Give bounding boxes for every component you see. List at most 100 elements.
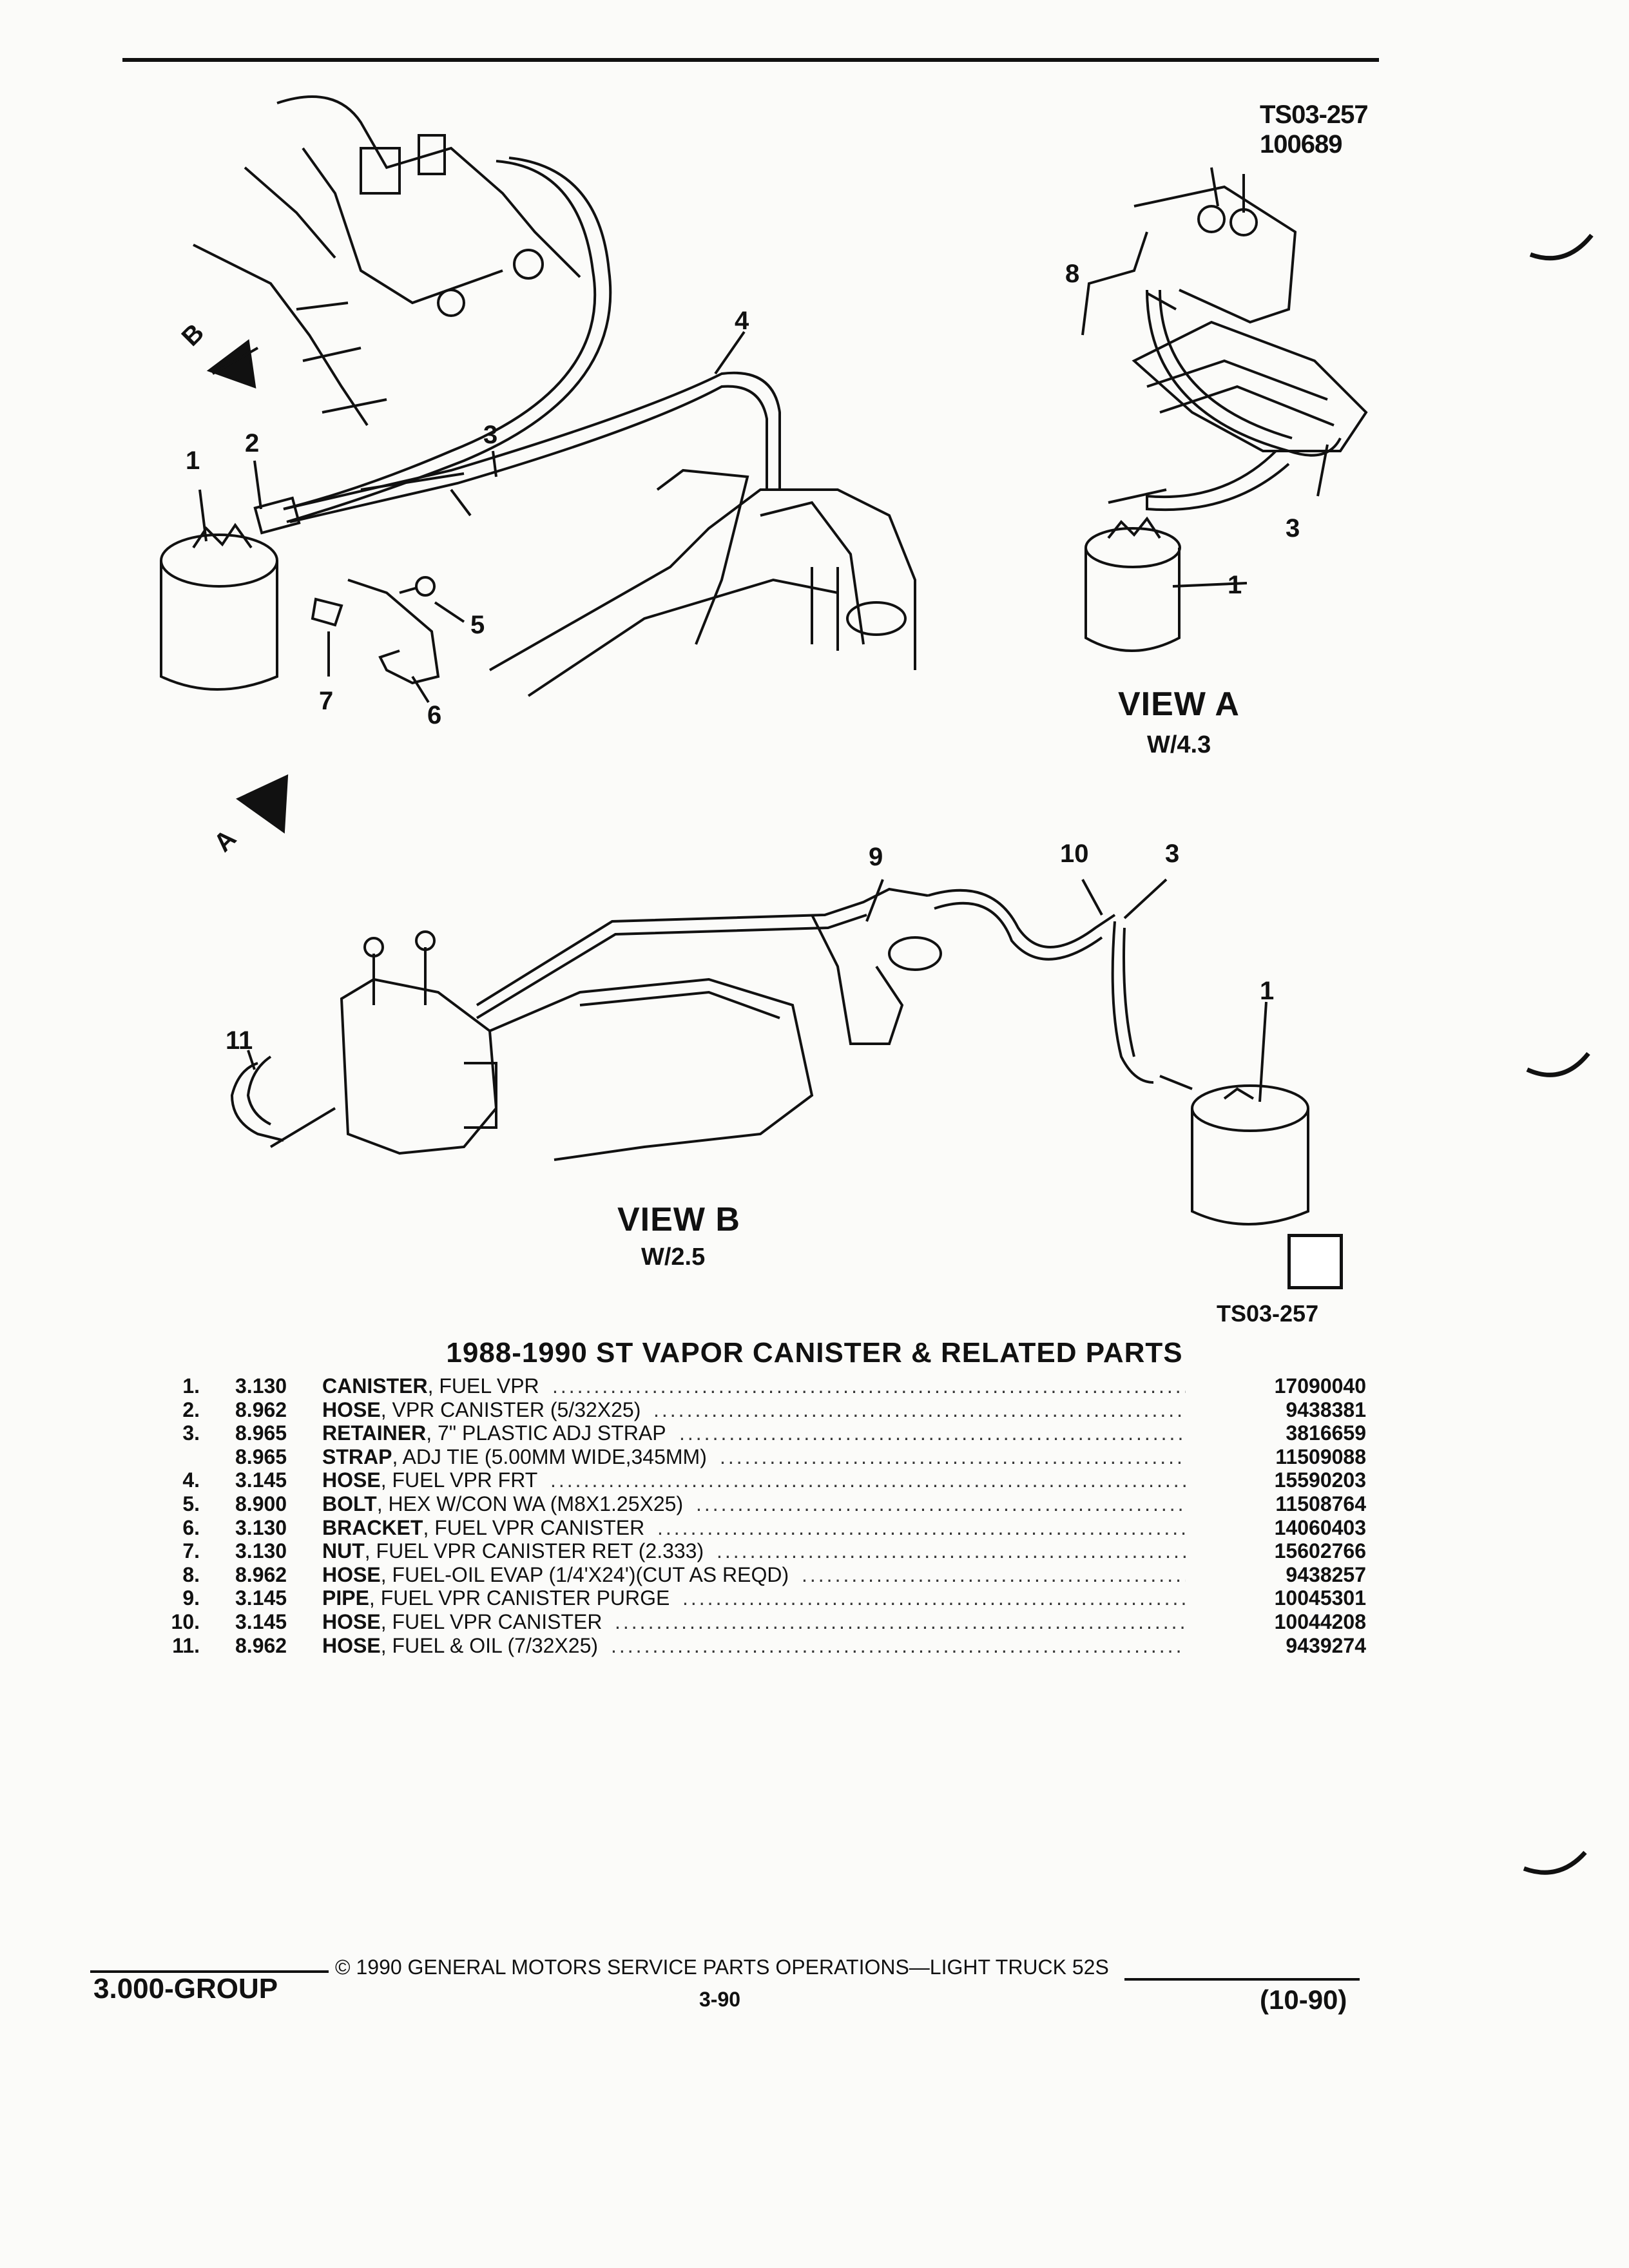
part-name: HOSE, FUEL-OIL EVAP (1/4'X24')(CUT AS RE… — [322, 1563, 789, 1587]
part-number: 10045301 — [1274, 1586, 1366, 1610]
callout-1-view-a: 1 — [1228, 571, 1242, 599]
callout-3-main: 3 — [483, 421, 498, 449]
callout-3-view-b: 3 — [1165, 840, 1180, 868]
part-number: 15602766 — [1274, 1539, 1366, 1563]
part-group-code: 8.900 — [235, 1492, 287, 1515]
logo-box — [1287, 1234, 1343, 1289]
leader-dots: ........................................… — [615, 1610, 1186, 1633]
part-name-text: BOLT — [322, 1492, 377, 1515]
hose-front — [283, 371, 781, 510]
part-name: BOLT, HEX W/CON WA (M8X1.25X25) — [322, 1492, 683, 1516]
part-name: CANISTER, FUEL VPR — [322, 1374, 539, 1398]
callout-10-view-b: 10 — [1060, 840, 1089, 868]
view-a-title: VIEW A — [1118, 686, 1240, 723]
leader-dots: ........................................… — [696, 1492, 1186, 1515]
part-group-code: 8.965 — [235, 1445, 287, 1468]
parts-row: 11. 8.962 HOSE, FUEL & OIL (7/32X25)......… — [161, 1634, 1366, 1658]
part-group-code: 3.145 — [235, 1468, 287, 1492]
part-name: HOSE, VPR CANISTER (5/32X25) — [322, 1398, 641, 1422]
parts-list: 1. 3.130 CANISTER, FUEL VPR...............… — [161, 1374, 1366, 1657]
part-name: RETAINER, 7" PLASTIC ADJ STRAP — [322, 1421, 666, 1445]
part-name-text: RETAINER — [322, 1421, 427, 1445]
part-group-code: 3.130 — [235, 1374, 287, 1398]
callout-5-main: 5 — [470, 611, 485, 639]
part-name: HOSE, FUEL VPR FRT — [322, 1468, 537, 1492]
leader-dots: ........................................… — [720, 1445, 1186, 1468]
part-name-text: BRACKET — [322, 1515, 423, 1539]
part-index: 5. — [182, 1492, 200, 1515]
part-group-code: 8.962 — [235, 1633, 287, 1657]
group-label: 3.000-GROUP — [93, 1973, 278, 2004]
canister-main — [160, 523, 278, 691]
parts-row: 4. 3.145 HOSE, FUEL VPR FRT...............… — [161, 1468, 1366, 1492]
callout-8-view-a: 8 — [1065, 260, 1080, 288]
part-number: 9438257 — [1286, 1562, 1366, 1586]
part-number: 9438381 — [1286, 1398, 1366, 1421]
part-group-code: 3.145 — [235, 1586, 287, 1610]
view-a-artwork — [1081, 167, 1368, 652]
leader-dots: ........................................… — [611, 1633, 1186, 1657]
part-description: , FUEL VPR CANISTER PURGE — [369, 1586, 670, 1610]
parts-list-title: 1988-1990 ST VAPOR CANISTER & RELATED PA… — [446, 1337, 1183, 1369]
part-name-text: HOSE — [322, 1562, 381, 1586]
page-number: 3-90 — [699, 1988, 741, 2011]
part-index: 6. — [182, 1515, 200, 1539]
part-group-code: 8.962 — [235, 1562, 287, 1586]
part-index: 1. — [182, 1374, 200, 1398]
part-name-text: STRAP — [322, 1445, 392, 1468]
reference-code: TS03-257 100689 — [1260, 100, 1369, 159]
leader-dots: ........................................… — [550, 1468, 1186, 1492]
part-number: 17090040 — [1274, 1374, 1366, 1398]
part-description: , HEX W/CON WA (M8X1.25X25) — [376, 1492, 684, 1515]
part-name-text: NUT — [322, 1539, 365, 1563]
leader-dots: ........................................… — [717, 1539, 1186, 1563]
part-description: , FUEL VPR FRT — [380, 1468, 538, 1492]
part-number: 10044208 — [1274, 1610, 1366, 1633]
part-name-text: PIPE — [322, 1586, 369, 1610]
parts-row: 5. 8.900 BOLT, HEX W/CON WA (M8X1.25X25)..… — [161, 1492, 1366, 1516]
callout-4-main: 4 — [735, 307, 749, 335]
part-index: 7. — [182, 1539, 200, 1563]
part-name-text: HOSE — [322, 1610, 381, 1633]
parts-row: 8.965 STRAP, ADJ TIE (5.00MM WIDE,345MM).… — [161, 1445, 1366, 1469]
leader-dots: ........................................… — [679, 1421, 1186, 1445]
part-description: , 7" PLASTIC ADJ STRAP — [426, 1421, 666, 1445]
part-number: 15590203 — [1274, 1468, 1366, 1492]
arrow-a — [236, 774, 289, 834]
view-b-subtitle: W/2.5 — [641, 1244, 706, 1271]
part-index: 11. — [172, 1633, 200, 1657]
callout-1-main: 1 — [186, 447, 200, 475]
part-name-text: CANISTER — [322, 1374, 428, 1398]
part-number: 11509088 — [1275, 1445, 1366, 1468]
view-a-subtitle: W/4.3 — [1147, 731, 1211, 758]
leader-dots: ........................................… — [802, 1562, 1186, 1586]
part-group-code: 3.130 — [235, 1515, 287, 1539]
leader-dots: ........................................… — [682, 1586, 1186, 1610]
part-group-code: 8.962 — [235, 1398, 287, 1421]
callout-11-view-b: 11 — [226, 1026, 253, 1055]
copyright-notice: © 1990 GENERAL MOTORS SERVICE PARTS OPER… — [335, 1956, 1109, 1979]
hose-4 — [283, 160, 597, 510]
callout-9-view-b: 9 — [869, 843, 883, 871]
part-description: , FUEL-OIL EVAP (1/4'X24')(CUT AS REQD) — [380, 1562, 789, 1586]
leader-dots: ........................................… — [657, 1515, 1186, 1539]
part-name: HOSE, FUEL & OIL (7/32X25) — [322, 1634, 598, 1658]
margin-mark-1 — [1529, 233, 1594, 261]
part-group-code: 3.145 — [235, 1610, 287, 1633]
part-index: 3. — [182, 1421, 200, 1445]
part-index: 9. — [182, 1586, 200, 1610]
part-name: STRAP, ADJ TIE (5.00MM WIDE,345MM) — [322, 1445, 707, 1469]
engine-outline — [193, 95, 581, 427]
revision-date: (10-90) — [1260, 1984, 1347, 2015]
footer-rule-left — [90, 1970, 329, 1973]
callout-1-view-b: 1 — [1260, 977, 1275, 1005]
part-description: , FUEL VPR — [427, 1374, 539, 1398]
part-description: , VPR CANISTER (5/32X25) — [380, 1398, 641, 1421]
callout-7-main: 7 — [319, 687, 334, 715]
part-index: 4. — [182, 1468, 200, 1492]
ts-code-bottom: TS03-257 — [1217, 1300, 1319, 1327]
part-index: 8. — [182, 1562, 200, 1586]
bracket-6 — [347, 579, 440, 685]
part-name-text: HOSE — [322, 1398, 381, 1421]
